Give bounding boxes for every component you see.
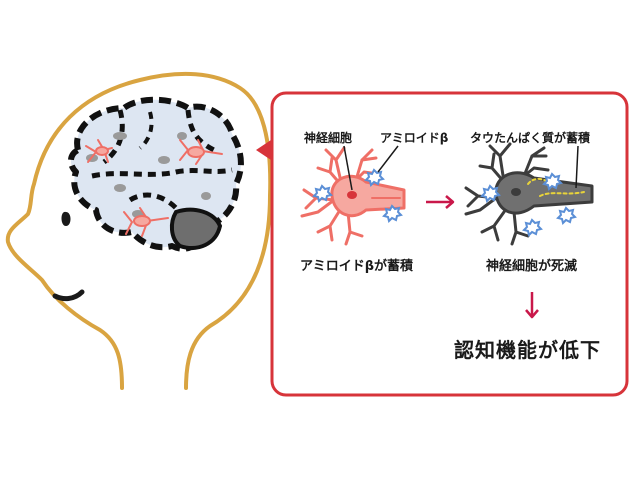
neuron-leader-line (343, 145, 353, 191)
tau-leader-line (575, 145, 579, 189)
plaque (113, 132, 127, 140)
neuron-dies-label: 神経細胞が死滅 (486, 259, 578, 274)
plaque (177, 132, 187, 140)
tau-label: タウたんぱく質が蓄積 (470, 131, 591, 145)
head-outline (5, 71, 273, 390)
neuron-label: 神経細胞 (304, 131, 353, 145)
plaque (158, 156, 170, 164)
brain (68, 96, 244, 252)
cognition-declines-label: 認知機能が低下 (454, 338, 601, 362)
amyloid-marker (480, 172, 577, 237)
plaque (114, 184, 126, 192)
healthy-neuron (300, 146, 406, 246)
amyloid-marker (312, 168, 403, 223)
brain-fold (91, 167, 233, 179)
brain-fold (138, 111, 154, 150)
brain-fold (128, 192, 178, 210)
callout-pointer (256, 140, 271, 160)
amyloid-label: アミロイドβ (380, 131, 449, 145)
brain-fold (185, 109, 216, 153)
eye (61, 211, 71, 226)
amyloid-accumulates-label: アミロイドβが蓄積 (300, 259, 414, 274)
cerebellum (169, 207, 223, 250)
amyloid-leader-line (377, 145, 399, 173)
arrow-down-icon (525, 292, 539, 319)
brain-neuron (85, 139, 113, 163)
brain-neuron (179, 139, 223, 165)
head (5, 71, 273, 390)
brain-neuron (123, 207, 169, 237)
arrow-right-icon (426, 195, 455, 209)
mouth (52, 289, 85, 302)
plaque (201, 192, 211, 200)
